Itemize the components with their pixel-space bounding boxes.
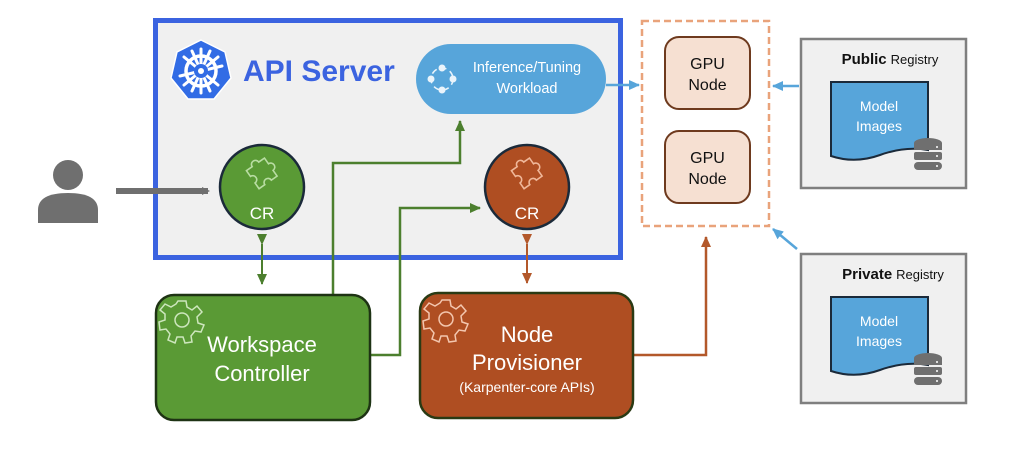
gpu-node-line1: GPU bbox=[690, 150, 725, 167]
puzzle-icon bbox=[510, 156, 544, 190]
workspace-controller-line1: Workspace bbox=[207, 332, 317, 357]
gpu-node[interactable]: GPU Node bbox=[664, 130, 751, 204]
public-doc-line1: Model bbox=[860, 98, 898, 114]
workspace-controller-line2: Controller bbox=[214, 361, 309, 386]
workspace-controller[interactable]: Workspace Controller bbox=[154, 293, 372, 422]
public-registry-title: Public Registry bbox=[842, 51, 939, 68]
model-images-document: Model Images bbox=[830, 81, 929, 161]
cr-green-label: CR bbox=[250, 204, 275, 223]
private-registry-title: Private Registry bbox=[842, 266, 944, 283]
cr-orange-label: CR bbox=[515, 204, 540, 223]
model-images-document: Model Images bbox=[830, 296, 929, 376]
puzzle-icon bbox=[245, 156, 279, 190]
workload-cycle-icon bbox=[427, 64, 457, 94]
workload-label-line2: Workload bbox=[497, 81, 558, 97]
gpu-node-line1: GPU bbox=[690, 56, 725, 73]
connectors bbox=[116, 80, 799, 357]
kubernetes-helm-icon bbox=[170, 39, 232, 100]
cr-workspace-resource[interactable]: CR bbox=[218, 143, 306, 231]
public-registry-rest: Registry bbox=[891, 52, 939, 67]
node-provisioner[interactable]: Node Provisioner (Karpenter-core APIs) bbox=[418, 291, 635, 420]
node-provisioner-line1: Node bbox=[501, 322, 554, 347]
private-registry-to-gpu-link bbox=[772, 228, 798, 250]
node-provisioner-line2: Provisioner bbox=[472, 350, 582, 375]
workload-node[interactable]: Inference/Tuning Workload bbox=[416, 44, 606, 114]
gpu-node-group bbox=[640, 19, 771, 228]
api-server-title: API Server bbox=[243, 55, 395, 88]
database-icon bbox=[914, 353, 942, 385]
gpu-node-line2: Node bbox=[688, 77, 726, 94]
private-registry-bold: Private bbox=[842, 266, 892, 283]
private-doc-line1: Model bbox=[860, 313, 898, 329]
workload-label-line1: Inference/Tuning bbox=[473, 60, 581, 76]
workspace-to-workload-link bbox=[331, 120, 465, 294]
provisioner-to-gpu-link bbox=[633, 236, 711, 357]
user-icon bbox=[38, 160, 98, 223]
private-doc-line2: Images bbox=[856, 333, 902, 349]
private-registry-rest: Registry bbox=[896, 267, 944, 282]
database-icon bbox=[914, 138, 942, 170]
gear-icon bbox=[422, 299, 470, 344]
gear-icon bbox=[158, 300, 206, 345]
node-provisioner-line3: (Karpenter-core APIs) bbox=[459, 379, 594, 395]
cr-provisioner-resource[interactable]: CR bbox=[483, 143, 571, 231]
public-doc-line2: Images bbox=[856, 118, 902, 134]
workspace-to-cr-link bbox=[370, 203, 481, 357]
public-registry[interactable]: Public Registry Model Images bbox=[799, 37, 968, 190]
private-registry[interactable]: Private Registry Model Images bbox=[799, 252, 968, 405]
gpu-node-line2: Node bbox=[688, 171, 726, 188]
public-registry-bold: Public bbox=[842, 51, 887, 68]
gpu-node[interactable]: GPU Node bbox=[664, 36, 751, 110]
